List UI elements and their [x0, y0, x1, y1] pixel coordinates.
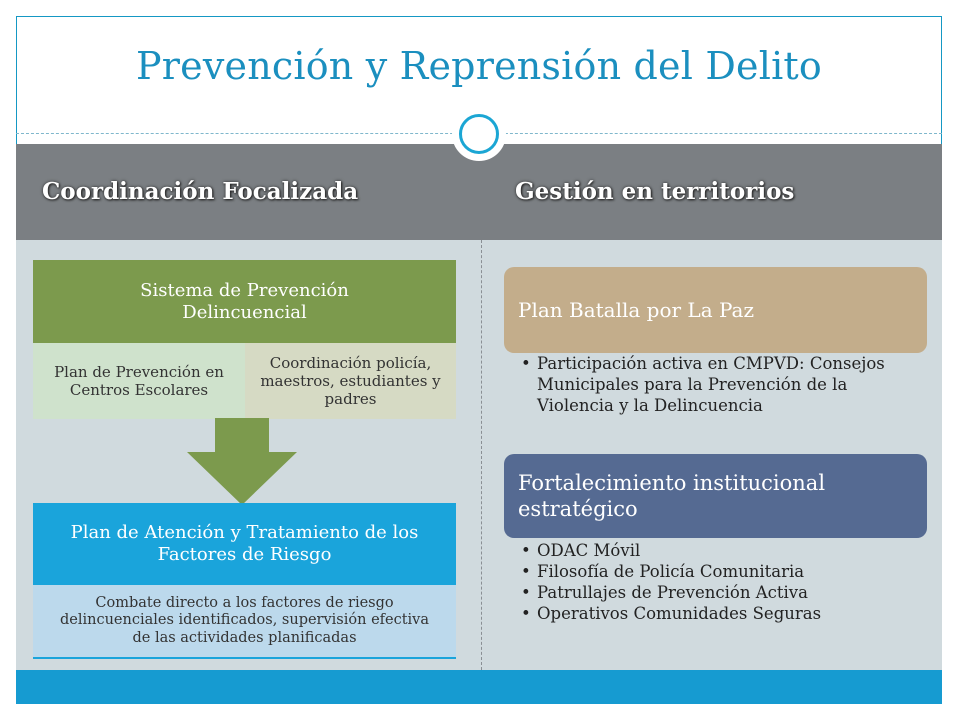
header-left: Coordinación Focalizada	[42, 178, 359, 205]
list-item: Filosofía de Policía Comunitaria	[515, 562, 925, 583]
plan-batalla-box: Plan Batalla por La Paz	[504, 267, 927, 353]
coordinacion-box: Coordinación policía, maestros, estudian…	[245, 343, 456, 419]
batalla-bullet-list: Participación activa en CMPVD: Consejos …	[515, 354, 925, 417]
header-right: Gestión en territorios	[515, 178, 795, 205]
fortalecimiento-bullet-list: ODAC Móvil Filosofía de Policía Comunita…	[515, 541, 925, 625]
plan-atencion-label: Plan de Atención y Tratamiento de los Fa…	[70, 521, 419, 566]
slide-title: Prevención y Reprensión del Delito	[136, 44, 822, 88]
list-item: Operativos Comunidades Seguras	[515, 604, 925, 625]
fortalecimiento-label: Fortalecimiento institucional estratégic…	[518, 470, 826, 521]
fortalecimiento-box: Fortalecimiento institucional estratégic…	[504, 454, 927, 538]
down-arrow-icon	[187, 418, 297, 505]
sistema-prevencion-label: Sistema de Prevención Delincuencial	[140, 279, 349, 323]
plan-detail-box: Combate directo a los factores de riesgo…	[33, 585, 456, 659]
coordinacion-label: Coordinación policía, maestros, estudian…	[260, 354, 441, 408]
plan-detail-label: Combate directo a los factores de riesgo…	[59, 594, 430, 646]
ring-ornament-icon	[452, 107, 506, 161]
plan-atencion-box: Plan de Atención y Tratamiento de los Fa…	[33, 503, 456, 585]
list-item: Patrullajes de Prevención Activa	[515, 583, 925, 604]
plan-centros-escolares-box: Plan de Prevención en Centros Escolares	[33, 343, 245, 419]
column-divider	[481, 240, 482, 670]
list-item: ODAC Móvil	[515, 541, 925, 562]
list-item: Participación activa en CMPVD: Consejos …	[515, 354, 925, 417]
plan-centros-escolares-label: Plan de Prevención en Centros Escolares	[54, 363, 224, 399]
plan-batalla-label: Plan Batalla por La Paz	[518, 297, 755, 322]
footer-band	[16, 670, 942, 704]
sistema-prevencion-box: Sistema de Prevención Delincuencial	[33, 260, 456, 343]
